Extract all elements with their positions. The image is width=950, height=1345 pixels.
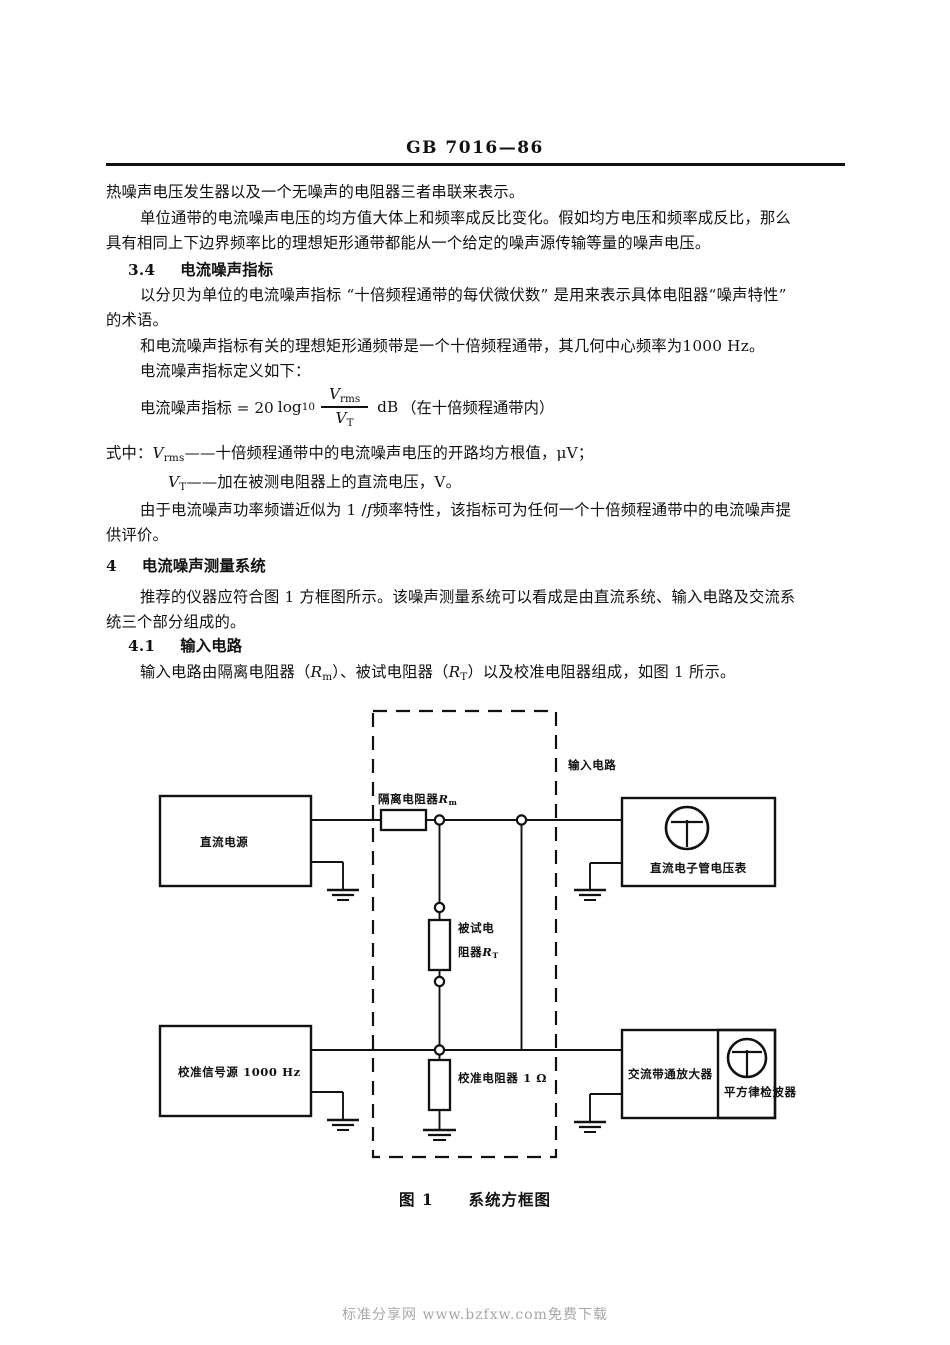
junction-node-rt-top <box>433 901 446 914</box>
paragraph-3-line-1: 以分贝为单位的电流噪声指标 “十倍频程通带的每伏微伏数” 是用来表示具体电阻器“… <box>140 286 787 304</box>
paragraph-6-part-a: 由于电流噪声功率频谱近似为 1 / <box>140 501 367 519</box>
section-3-4-title: 电流噪声指标 <box>180 261 274 279</box>
dc-source-label: 直流电源 <box>200 835 249 849</box>
isolation-resistor-label: 隔离电阻器Rm <box>378 791 458 807</box>
section-4-1-number: 4.1 <box>128 637 156 655</box>
where-vt-subscript: T <box>179 480 187 493</box>
test-resistor-label-subscript: T <box>492 951 499 961</box>
paragraph-8-part-c: ）以及校准电阻器组成，如图 1 所示。 <box>467 663 736 681</box>
junction-node-rt-bottom <box>433 975 446 988</box>
paragraph-8-part-a: 输入电路由隔离电阻器（ <box>140 663 311 681</box>
formula-unit: dB <box>377 397 399 416</box>
header-divider-rule <box>106 163 845 166</box>
section-3-4-number: 3.4 <box>128 261 156 279</box>
section-4-title: 电流噪声测量系统 <box>141 557 266 575</box>
paragraph-1-line-1: 热噪声电压发生器以及一个无噪声的电阻器三者串联来表示。 <box>106 183 525 201</box>
formula-fraction-bar <box>320 405 369 408</box>
square-law-detector-box <box>716 1028 777 1120</box>
paragraph-8-part-b: ）、被试电阻器（ <box>332 663 449 681</box>
paragraph-6-part-b: 频率特性，该指标可为任何一个十倍频程通带中的电流噪声提 <box>372 501 792 519</box>
where-clause-line-2: VT——加在被测电阻器上的直流电压，V。 <box>168 470 461 499</box>
formula-numerator: Vrms <box>321 385 368 406</box>
dc-voltmeter-label: 直流电子管电压表 <box>650 861 747 875</box>
formula-denominator: VT <box>328 408 362 429</box>
where-vrms-subscript: rms <box>163 451 185 464</box>
formula-numerator-subscript: rms <box>340 392 361 405</box>
formula-denominator-variable: V <box>335 408 347 427</box>
paragraph-6-frequency-symbol: f <box>366 501 373 519</box>
formula-left-hand-side: 电流噪声指标 = 20 <box>140 398 274 417</box>
formula-log-base: 10 <box>301 400 315 413</box>
paragraph-8-rm-variable: R <box>310 663 323 681</box>
isolation-resistor-label-variable: R <box>438 792 449 806</box>
junction-node-a <box>433 814 446 826</box>
isolation-resistor-label-text: 隔离电阻器 <box>378 792 439 806</box>
figure-caption-number: 图 1 <box>398 1190 434 1209</box>
square-law-detector-gauge-icon <box>726 1037 768 1079</box>
where-vrms-variable: V <box>152 444 164 462</box>
input-circuit-label: 输入电路 <box>568 758 617 772</box>
calibration-resistor-label: 校准电阻器 1 Ω <box>458 1071 548 1085</box>
test-resistor-label-line-2: 阻器RT <box>458 944 499 960</box>
formula-denominator-subscript: T <box>346 416 354 429</box>
paragraph-3-line-2: 的术语。 <box>106 311 168 329</box>
formula-fraction: Vrms VT <box>320 385 369 429</box>
paragraph-2-line-2: 具有相同上下边界频率比的理想矩形通带都能从一个给定的噪声源传输等量的噪声电压。 <box>106 234 711 252</box>
paragraph-7-line-2: 统三个部分组成的。 <box>106 613 246 631</box>
junction-node-b <box>515 814 528 826</box>
figure-caption: 图 1 系统方框图 <box>0 1188 950 1210</box>
where-vt-description: ——加在被测电阻器上的直流电压，V。 <box>186 473 462 491</box>
section-4-1-heading: 4.1 输入电路 <box>128 634 242 658</box>
paragraph-2-line-1: 单位通带的电流噪声电压的均方值大体上和频率成反比变化。假如均方电压和频率成反比，… <box>140 209 791 227</box>
paragraph-5-line-1: 电流噪声指标定义如下： <box>140 362 311 380</box>
where-label: 式中： <box>106 444 153 462</box>
section-4-heading: 4 电流噪声测量系统 <box>106 554 266 578</box>
section-4-1-title: 输入电路 <box>180 637 243 655</box>
paragraph-6-line-1: 由于电流噪声功率频谱近似为 1 /f频率特性，该指标可为任何一个十倍频程通带中的… <box>140 498 791 522</box>
ac-amplifier-label: 交流带通放大器 <box>628 1067 713 1081</box>
calibration-resistor-symbol <box>427 1058 452 1112</box>
where-vrms-description: ——十倍频程通带中的电流噪声电压的开路均方根值，μV； <box>184 444 594 462</box>
formula-log: log <box>277 397 302 416</box>
test-resistor-label-variable: R <box>482 945 493 959</box>
where-vt-variable: V <box>168 473 180 491</box>
isolation-resistor-label-subscript: m <box>448 798 458 808</box>
figure-caption-title: 系统方框图 <box>468 1190 551 1209</box>
paragraph-8-rt-subscript: T <box>460 670 468 683</box>
isolation-resistor-symbol <box>379 808 428 832</box>
paragraph-8-line-1: 输入电路由隔离电阻器（Rm）、被试电阻器（RT）以及校准电阻器组成，如图 1 所… <box>140 660 735 689</box>
paragraph-8-rt-variable: R <box>448 663 461 681</box>
calibration-source-label: 校准信号源 1000 Hz <box>178 1065 301 1079</box>
footer-watermark: 标准分享网 www.bzfxw.com免费下载 <box>342 1307 608 1323</box>
page-header-standard-code: GB 7016—86 <box>406 138 544 158</box>
section-3-4-heading: 3.4 电流噪声指标 <box>128 258 273 282</box>
test-resistor-symbol <box>427 918 452 972</box>
square-law-detector-label: 平方律检波器 <box>724 1085 797 1099</box>
formula-condition: （在十倍频程通带内） <box>401 398 555 417</box>
paragraph-7-line-1: 推荐的仪器应符合图 1 方框图所示。该噪声测量系统可以看成是由直流系统、输入电路… <box>140 588 796 606</box>
test-resistor-label-text: 阻器 <box>458 945 483 959</box>
test-resistor-label-line-1: 被试电 <box>458 921 495 935</box>
paragraph-6-line-2: 供评价。 <box>106 526 168 544</box>
section-4-number: 4 <box>106 557 117 575</box>
where-clause-line-1: 式中：Vrms——十倍频程通带中的电流噪声电压的开路均方根值，μV； <box>106 441 593 470</box>
paragraph-4-line-1: 和电流噪声指标有关的理想矩形通频带是一个十倍频程通带，其几何中心频率为1000 … <box>140 337 765 355</box>
formula-numerator-variable: V <box>328 385 340 403</box>
dc-voltmeter-gauge-icon <box>664 805 710 851</box>
junction-node-c <box>433 1044 446 1056</box>
paragraph-8-rm-subscript: m <box>322 670 333 683</box>
